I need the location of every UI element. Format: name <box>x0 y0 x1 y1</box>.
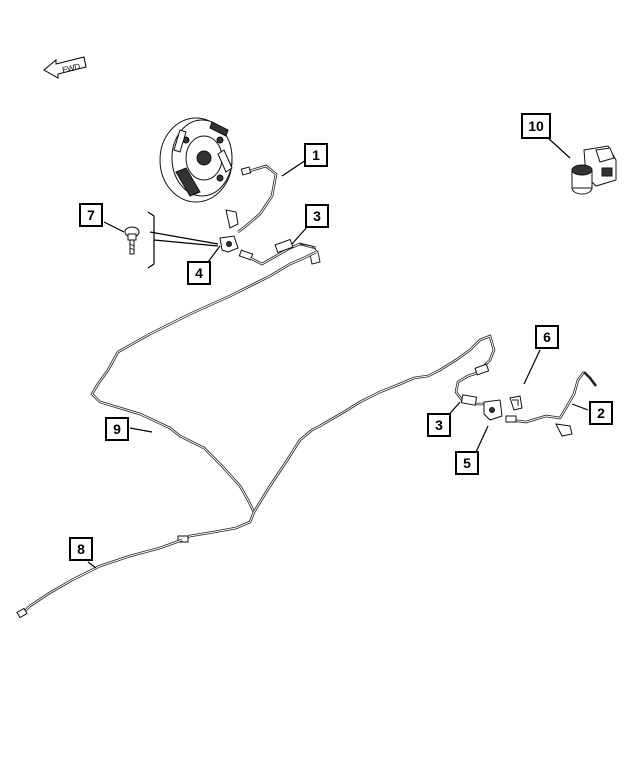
part-4-bracket <box>219 235 239 253</box>
group-bracket <box>147 211 219 269</box>
forward-arrow-icon: FWD <box>43 56 87 79</box>
part-5-bracket <box>483 399 503 421</box>
part-7-bolt <box>124 226 140 255</box>
callout-2-label: 2 <box>597 405 605 421</box>
part-1-brake-line <box>225 164 278 234</box>
callout-9: 9 <box>105 417 129 441</box>
callout-5-label: 5 <box>463 455 471 471</box>
callout-1: 1 <box>304 143 328 167</box>
callout-3a: 3 <box>305 204 329 228</box>
part-8-brake-line <box>16 538 183 619</box>
part-6-clip <box>509 395 523 411</box>
callout-5: 5 <box>455 451 479 475</box>
callout-10-label: 10 <box>528 118 544 134</box>
callout-4: 4 <box>187 261 211 285</box>
part-3-lower-hose <box>454 363 490 406</box>
callout-10: 10 <box>521 113 551 139</box>
callout-6-label: 6 <box>543 329 551 345</box>
part-2-brake-line <box>505 371 598 437</box>
brake-backing-plate <box>159 117 233 203</box>
part-10-valve <box>571 145 617 195</box>
callout-7-label: 7 <box>87 207 95 223</box>
callout-3b-label: 3 <box>435 417 443 433</box>
leader-lines <box>87 137 589 569</box>
callout-1-label: 1 <box>312 147 320 163</box>
callout-9-label: 9 <box>113 421 121 437</box>
callout-4-label: 4 <box>195 265 203 281</box>
callout-8-label: 8 <box>77 541 85 557</box>
callout-6: 6 <box>535 325 559 349</box>
callout-2: 2 <box>589 401 613 425</box>
callout-3a-label: 3 <box>313 208 321 224</box>
callout-7: 7 <box>79 203 103 227</box>
callout-8: 8 <box>69 537 93 561</box>
part-3-upper-hose <box>238 238 321 266</box>
fwd-label: FWD <box>61 62 81 75</box>
part-9-main-brake-line <box>90 250 496 543</box>
callout-3b: 3 <box>427 413 451 437</box>
